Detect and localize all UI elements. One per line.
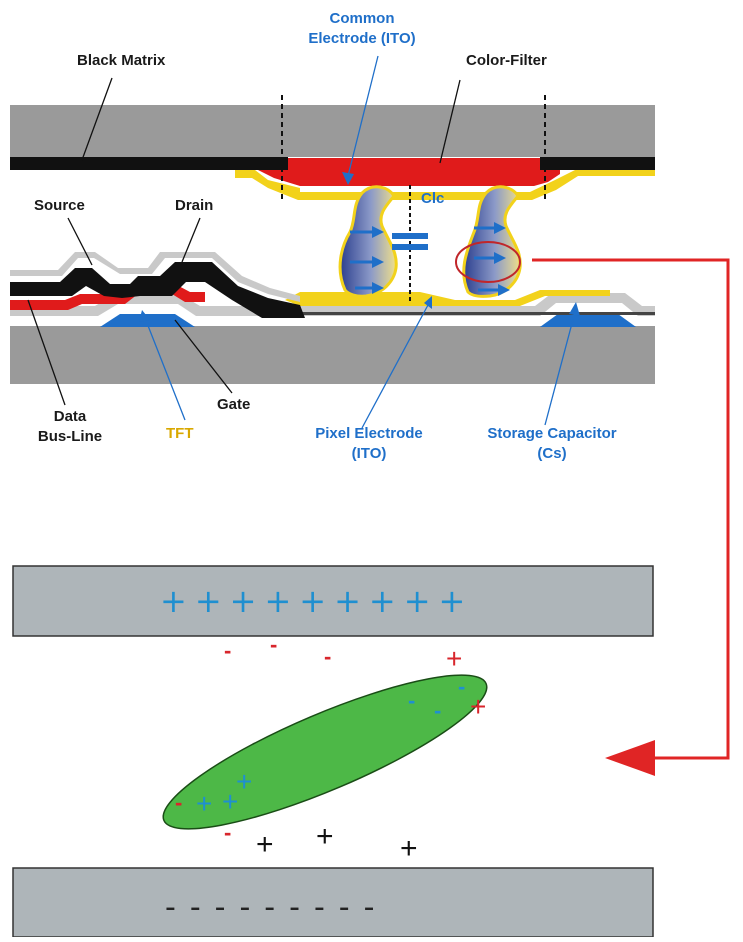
leader-tft-head: [139, 310, 150, 322]
black-matrix-left: [10, 157, 288, 170]
thin-dark-line: [300, 312, 655, 315]
color-filter-red: [250, 158, 560, 186]
label-clc: Clc: [421, 190, 445, 207]
top-plate-positive-charges: +++++++++: [160, 582, 474, 620]
label-black-matrix: Black Matrix: [77, 52, 166, 69]
lc-arrowhead-5: [494, 252, 506, 264]
leader-black-matrix: [81, 77, 113, 161]
label-drain: Drain: [175, 197, 214, 214]
blue-minus-1: -: [458, 674, 466, 699]
source-drain-black: [10, 262, 305, 318]
lc-arrowhead-6: [498, 284, 510, 296]
black-matrix-right: [540, 157, 655, 170]
gate-insulator: [10, 293, 655, 316]
source-drain-gray-top: [10, 252, 300, 302]
leader-drain: [181, 217, 201, 263]
top-charged-plate: [12, 565, 654, 637]
label-gate: Gate: [217, 396, 251, 413]
leader-common-electrode-head: [342, 172, 354, 185]
label-common-electrode-1: Common: [329, 10, 395, 27]
lc-arrowhead-4: [494, 222, 506, 234]
label-data-line1: Data: [53, 408, 87, 425]
bottom-charged-plate: [12, 867, 654, 938]
black-plus-3: +: [400, 832, 418, 865]
label-pixel-electrode-2: (ITO): [351, 445, 387, 462]
clc-capacitor-plate-top: [392, 233, 428, 239]
bottom-glass-substrate: [10, 326, 655, 384]
leader-data-busline: [27, 299, 66, 406]
lc-arrowhead-3: [372, 282, 384, 294]
leader-tft: [144, 317, 186, 421]
leader-pixel-electrode-head: [424, 296, 432, 309]
lc-molecule-zoomed: [162, 674, 488, 830]
zoom-connector-arrowhead: [605, 740, 655, 776]
label-color-filter: Color-Filter: [466, 52, 547, 69]
red-plus-1: +: [446, 643, 463, 674]
red-minus-3: -: [324, 644, 332, 669]
yellow-overcoat-top: [235, 170, 655, 200]
highlight-circle: [455, 241, 521, 283]
red-minus-4: -: [175, 790, 183, 815]
red-minus-2: -: [270, 632, 278, 657]
blue-minus-3: -: [434, 698, 442, 723]
label-tft: TFT: [166, 425, 194, 442]
black-plus-2: +: [316, 820, 334, 853]
red-minus-1: -: [224, 638, 232, 663]
label-storage-capacitor-2: (Cs): [537, 445, 567, 462]
clc-capacitor-plate-bottom: [392, 244, 428, 250]
leader-storage-capacitor: [544, 311, 576, 426]
blue-minus-2: -: [408, 688, 416, 713]
top-glass-substrate: [10, 105, 655, 157]
leader-gate: [174, 319, 233, 394]
zoom-connector-arrow: [532, 258, 730, 760]
leader-common-electrode: [347, 55, 379, 177]
blue-plus-3: +: [222, 786, 239, 817]
leader-storage-capacitor-head: [569, 302, 580, 316]
label-common-electrode-2: Electrode (ITO): [308, 30, 416, 47]
black-plus-1: +: [256, 828, 274, 861]
label-data-line2: Bus-Line: [37, 428, 103, 445]
red-minus-5: -: [224, 820, 232, 845]
gate-electrode: [100, 314, 195, 327]
storage-capacitor-electrode: [540, 314, 636, 327]
leader-pixel-electrode: [361, 304, 429, 429]
label-storage-capacitor-1: Storage Capacitor: [487, 425, 617, 442]
lc-arrowhead-1: [372, 226, 384, 238]
label-source: Source: [34, 197, 85, 214]
leader-source: [67, 217, 93, 266]
bottom-plate-negative-charges: ---------: [165, 890, 389, 925]
red-plus-2: +: [470, 691, 487, 722]
leader-color-filter: [439, 79, 461, 164]
blue-plus-2: +: [196, 788, 213, 819]
blue-plus-1: +: [236, 766, 253, 797]
label-pixel-electrode-1: Pixel Electrode: [315, 425, 423, 442]
lc-arrowhead-2: [372, 256, 384, 268]
lc-molecule-left: [338, 185, 398, 298]
